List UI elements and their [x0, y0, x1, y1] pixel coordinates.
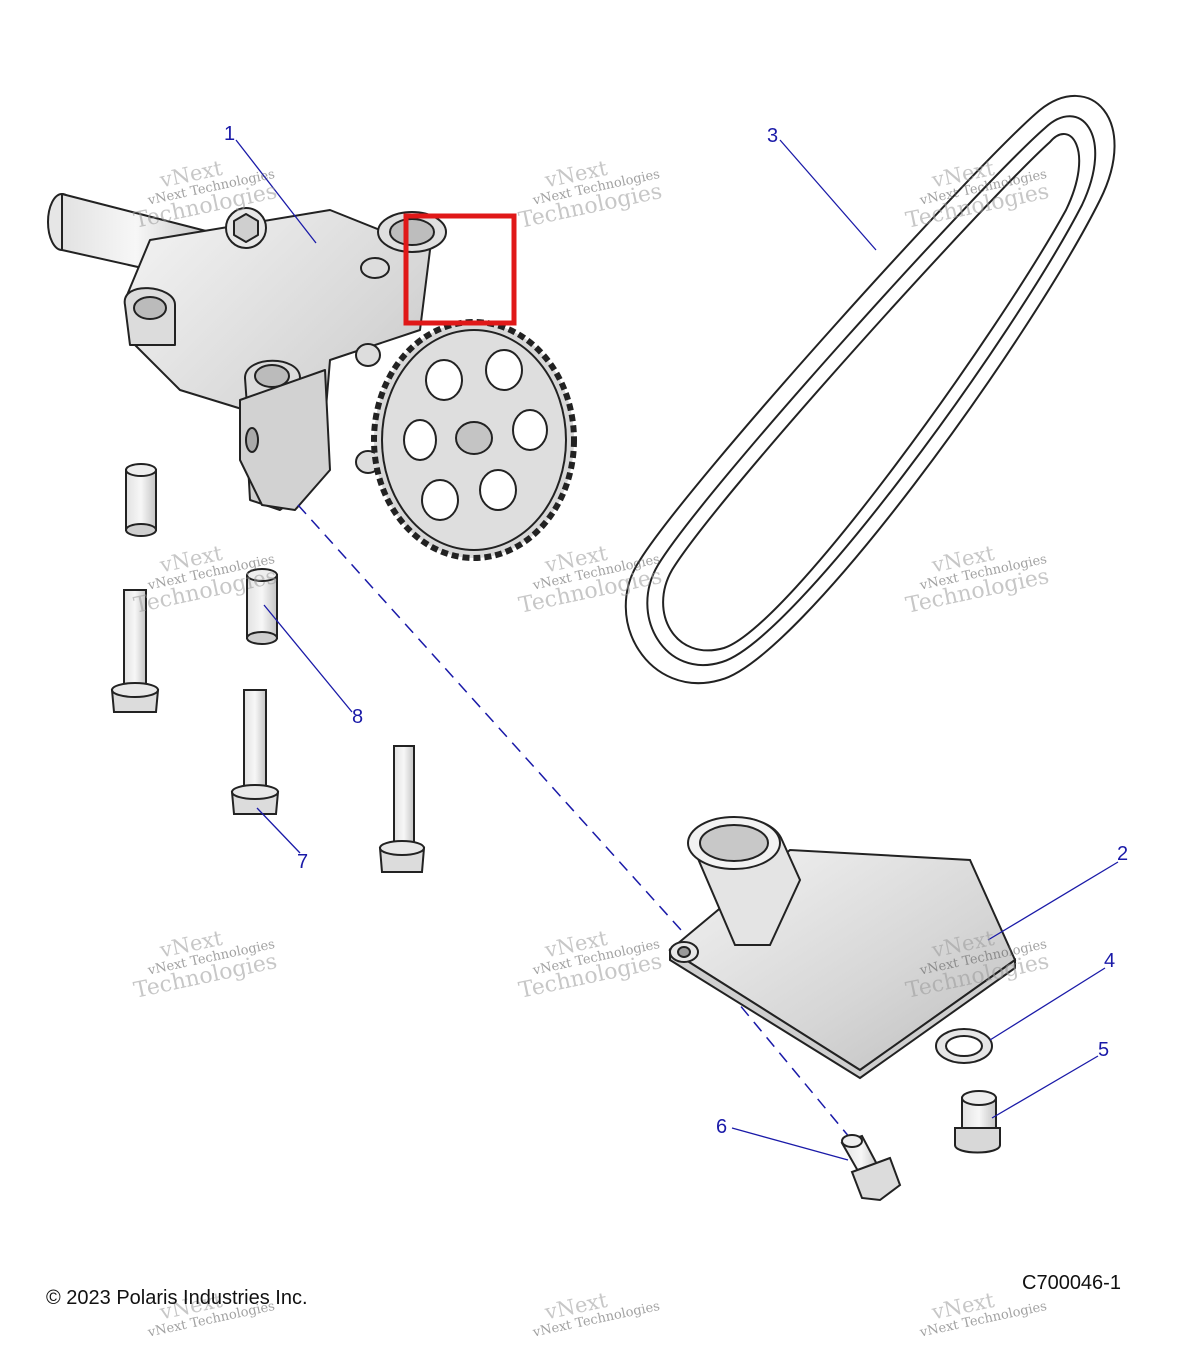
drain-plug [954, 1090, 1001, 1154]
callout-5: 5 [1098, 1039, 1109, 1061]
callout-8: 8 [352, 706, 363, 728]
oil-pump-assembly [47, 193, 447, 511]
assembly-line-pump [297, 504, 691, 941]
dowel-pins [125, 463, 278, 645]
highlight-box [403, 213, 517, 326]
drive-belt [624, 95, 1116, 685]
callout-1: 1 [224, 123, 235, 145]
screw [840, 1134, 902, 1202]
bolts [110, 589, 426, 873]
callout-7: 7 [297, 851, 308, 873]
callout-2: 2 [1117, 843, 1128, 865]
callout-4: 4 [1104, 950, 1115, 972]
leader-lines [235, 139, 1119, 1161]
copyright-notice: © 2023 Polaris Industries Inc. [46, 1287, 308, 1309]
callout-3: 3 [767, 125, 778, 147]
figure-id: C700046-1 [1022, 1272, 1121, 1294]
sprocket [371, 319, 577, 561]
washer [935, 1028, 993, 1064]
callout-6: 6 [716, 1116, 727, 1138]
oil-pickup-cover [668, 816, 1017, 1080]
